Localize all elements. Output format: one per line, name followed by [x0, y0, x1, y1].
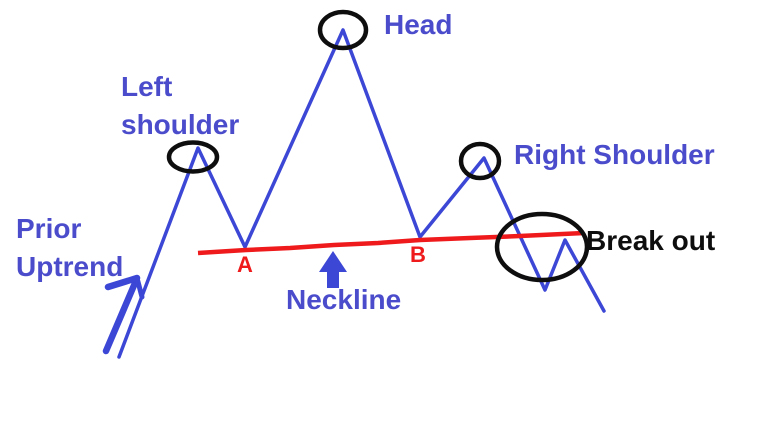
- prior-uptrend-label: Prior Uptrend: [16, 210, 123, 286]
- left-shoulder-circle: [166, 140, 220, 174]
- uptrend-arrow: [102, 274, 145, 355]
- break-out-label: Break out: [586, 225, 716, 256]
- left-shoulder-line2: shoulder: [121, 109, 240, 140]
- head-circle: [317, 9, 369, 51]
- price-line: [117, 28, 606, 359]
- neckline-line: [197, 230, 585, 256]
- neckline-arrow: [319, 251, 347, 288]
- head-label: Head: [384, 9, 453, 40]
- point-a-label: A: [237, 252, 253, 277]
- prior-uptrend-line1: Prior: [16, 213, 82, 244]
- left-shoulder-line1: Left: [121, 71, 173, 102]
- left-shoulder-label: Left shoulder: [121, 68, 239, 144]
- prior-uptrend-line2: Uptrend: [16, 251, 124, 282]
- right-shoulder-label: Right Shoulder: [514, 139, 715, 170]
- neckline-label: Neckline: [286, 284, 402, 315]
- breakout-circle: [494, 211, 590, 283]
- point-b-label: B: [410, 242, 426, 267]
- right-shoulder-circle: [458, 141, 502, 181]
